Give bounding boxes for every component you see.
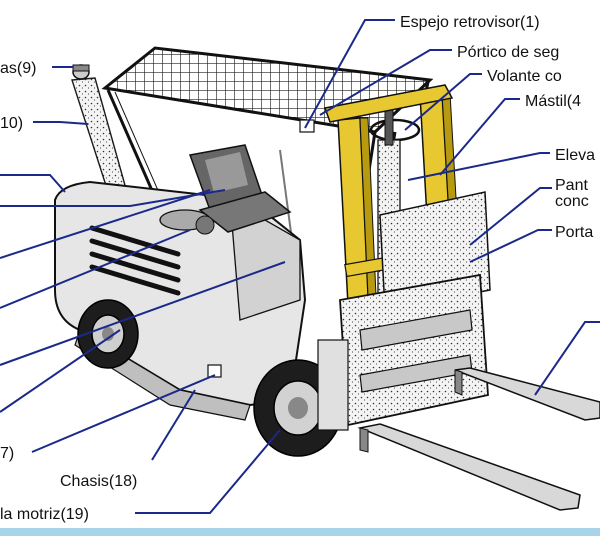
forks	[357, 367, 600, 511]
label-chasis: Chasis(18)	[60, 473, 137, 490]
fork-carriage	[317, 273, 489, 431]
rear-wheel	[77, 299, 139, 369]
label-elevacion: Eleva	[555, 147, 595, 164]
callout-labels: Espejo retrovisor(1) Pórtico de seg Vola…	[0, 14, 595, 523]
label-7: 7)	[0, 445, 14, 462]
label-mastil: Mástil(4	[525, 93, 581, 110]
label-9: as(9)	[0, 60, 36, 77]
label-pantalla-line2: conc	[555, 193, 589, 210]
bottom-border-band	[0, 528, 600, 536]
label-rueda-motriz: la motriz(19)	[0, 506, 89, 523]
operator-seat	[159, 144, 292, 235]
label-pantalla-line1: Pant	[555, 177, 588, 194]
label-espejo-retrovisor: Espejo retrovisor(1)	[400, 14, 540, 31]
mast	[323, 84, 464, 343]
leader-lines	[0, 19, 600, 514]
label-volante: Volante co	[487, 68, 562, 85]
forklift-illustration	[54, 46, 600, 511]
label-10: 10)	[0, 115, 23, 132]
label-porta: Porta	[555, 224, 593, 241]
label-portico-seguridad: Pórtico de seg	[457, 44, 559, 61]
